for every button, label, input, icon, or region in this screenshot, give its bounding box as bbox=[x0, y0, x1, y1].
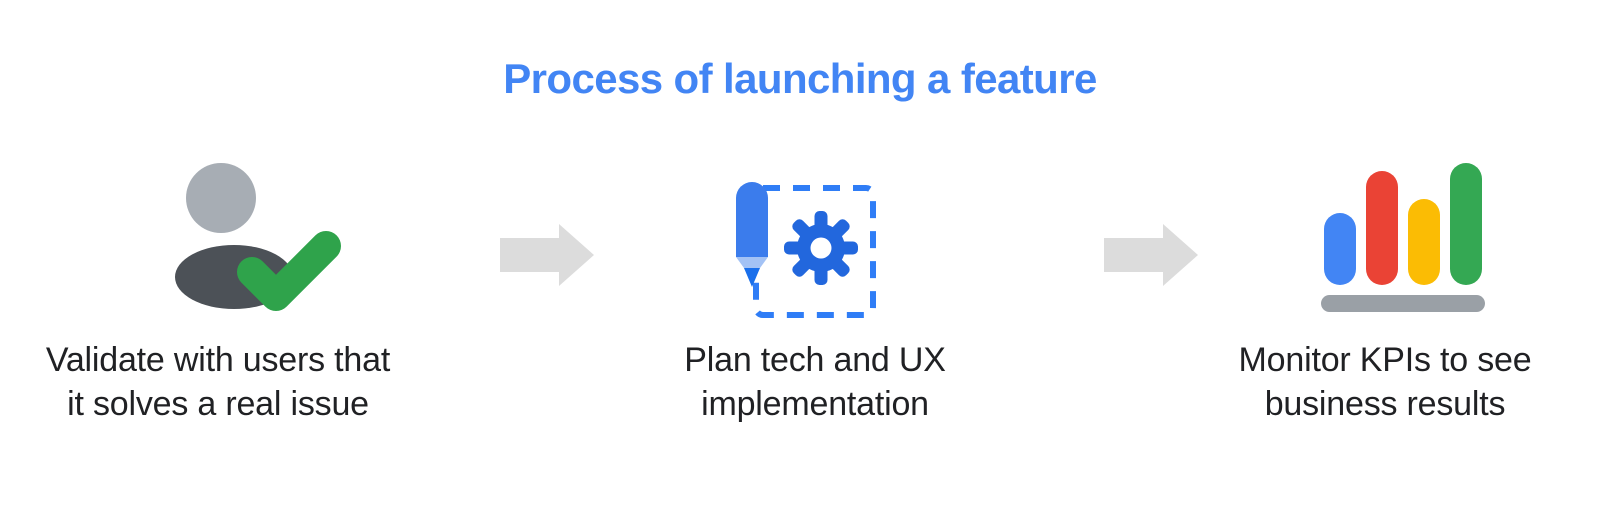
bar-red bbox=[1366, 171, 1398, 285]
arrow-right-icon-1 bbox=[497, 222, 597, 288]
step-1-caption-line-2: it solves a real issue bbox=[67, 385, 369, 424]
arrow-right-shape bbox=[500, 224, 594, 286]
gear-icon bbox=[784, 211, 858, 285]
user-check-icon bbox=[175, 163, 341, 311]
step-3-caption-line-1: Monitor KPIs to see bbox=[1238, 341, 1532, 379]
step-3-caption-line-2: business results bbox=[1264, 385, 1506, 424]
process-step-3: Monitor KPIs to see business results bbox=[1170, 150, 1600, 423]
step-3-caption: Monitor KPIs to see business results bbox=[1170, 338, 1600, 426]
bar-chart-icon bbox=[1321, 163, 1485, 312]
step-1-icon-area bbox=[3, 150, 433, 325]
chart-baseline-shape bbox=[1321, 295, 1485, 312]
bar-blue bbox=[1324, 213, 1356, 285]
step-2-caption-line-2: implementation bbox=[701, 385, 929, 424]
bar-yellow bbox=[1408, 199, 1440, 285]
arrow-right-shape bbox=[1104, 224, 1198, 286]
step-1-caption-line-1: Validate with users that bbox=[45, 341, 391, 379]
bar-green bbox=[1450, 163, 1482, 285]
arrow-right-icon-2 bbox=[1101, 222, 1201, 288]
pencil-body-shape bbox=[736, 182, 768, 257]
step-2-caption-line-1: Plan tech and UX bbox=[684, 341, 946, 379]
step-2-icon-area bbox=[600, 150, 1030, 325]
checkmark-icon bbox=[237, 231, 341, 311]
step-2-caption: Plan tech and UX implementation bbox=[600, 338, 1030, 426]
page-title: Process of launching a feature bbox=[503, 55, 1097, 102]
process-step-2: Plan tech and UX implementation bbox=[600, 150, 1030, 423]
step-3-icon-area bbox=[1170, 150, 1600, 325]
person-head-shape bbox=[186, 163, 256, 233]
step-1-caption: Validate with users that it solves a rea… bbox=[3, 338, 433, 426]
pencil-tip-shape bbox=[744, 268, 760, 287]
process-step-1: Validate with users that it solves a rea… bbox=[3, 150, 433, 423]
pencil-gear-blueprint-icon bbox=[736, 182, 876, 318]
